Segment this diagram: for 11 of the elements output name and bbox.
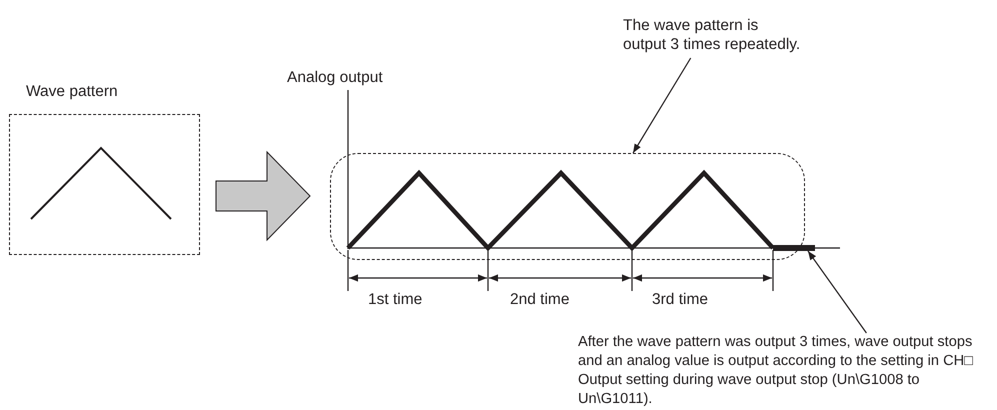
leader-line bbox=[632, 58, 692, 154]
segment-label: 3rd time bbox=[652, 290, 708, 309]
segment-label: 1st time bbox=[368, 290, 422, 309]
block-arrow bbox=[216, 150, 311, 242]
leader-line bbox=[808, 250, 867, 334]
note-text: The wave pattern is output 3 times repeatedly. bbox=[623, 16, 802, 54]
segment-label: 2nd time bbox=[510, 290, 570, 309]
note-text: After the wave pattern was output 3 times, wave output stops and an analog value is output according to the setting in CH□ Output setting during wave output stop (Un\G1008 to Un\G1011). bbox=[578, 333, 974, 409]
axis-label: Analog output bbox=[287, 68, 383, 87]
box-heading: Wave pattern bbox=[26, 82, 118, 101]
output-stop-bar bbox=[773, 245, 815, 251]
